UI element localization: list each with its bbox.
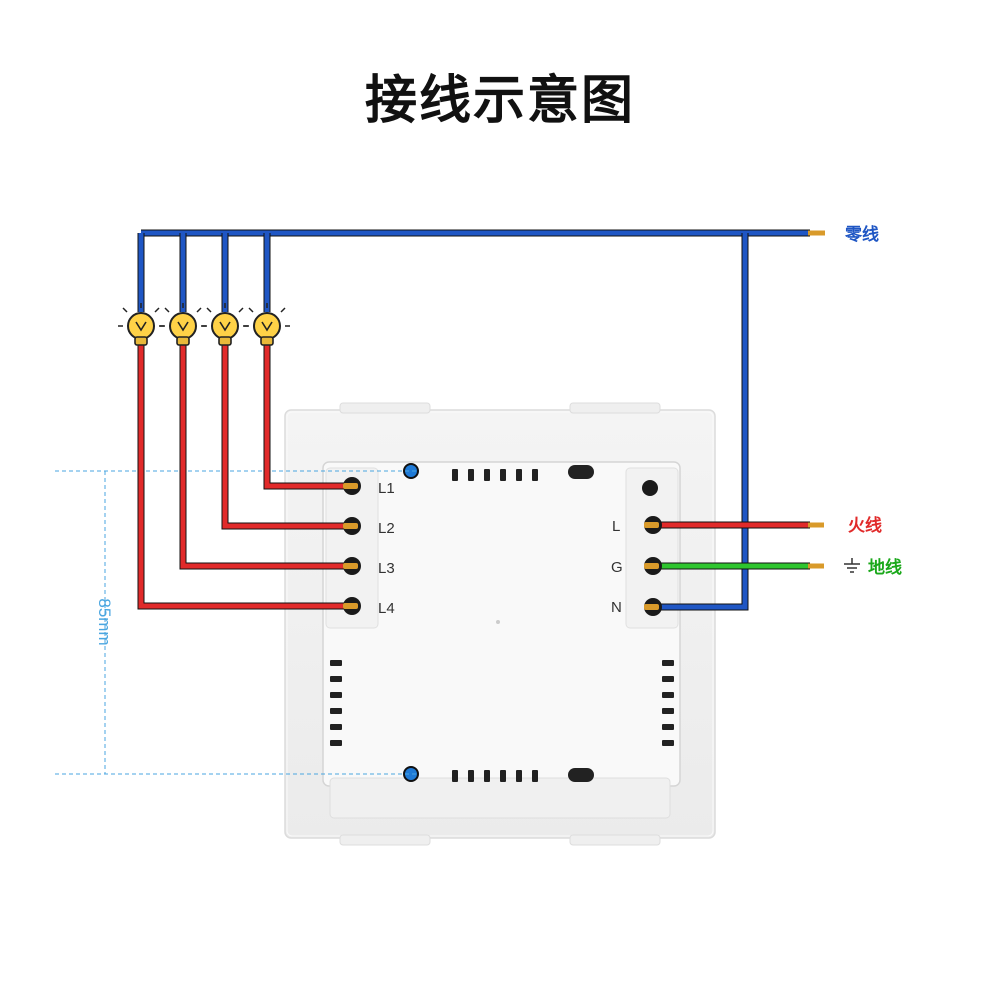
vent-slot xyxy=(484,770,490,782)
switch-body xyxy=(322,461,681,819)
center-mark xyxy=(496,620,500,624)
terminal-label-l2: L2 xyxy=(378,520,395,537)
terminal-screw-l2 xyxy=(343,517,361,535)
vent-slot xyxy=(468,770,474,782)
vent-slot xyxy=(662,676,674,682)
ground-wire-label: 地线 xyxy=(868,557,902,578)
screw-clip-blue xyxy=(403,766,419,782)
vent-slot xyxy=(662,740,674,746)
screw-clip-blue xyxy=(403,463,419,479)
terminal-screw-l xyxy=(644,516,662,534)
input-wires xyxy=(660,521,824,570)
terminal-label-l1: L1 xyxy=(378,480,395,497)
vent-slot xyxy=(532,770,538,782)
light-bulb-icon xyxy=(118,303,164,346)
vent-slot xyxy=(330,724,342,730)
dimension-label: 85mm xyxy=(95,598,114,645)
terminal-label-l3: L3 xyxy=(378,560,395,577)
vent-slot xyxy=(500,770,506,782)
load-wires xyxy=(137,345,345,610)
terminal-label-g: G xyxy=(611,559,623,576)
vent-slots-bottom xyxy=(452,770,538,782)
terminal-label-l4: L4 xyxy=(378,600,395,617)
vent-slot xyxy=(662,724,674,730)
vent-slot xyxy=(330,676,342,682)
terminal-label-n: N xyxy=(611,599,622,616)
vent-slot xyxy=(330,660,342,666)
terminal-screw-l1 xyxy=(343,477,361,495)
vent-slot xyxy=(532,469,538,481)
terminal-label-l: L xyxy=(612,518,620,535)
vent-slot xyxy=(662,692,674,698)
light-bulb-icon xyxy=(244,303,290,346)
terminal-screw-n xyxy=(644,598,662,616)
terminal-screw-l3 xyxy=(343,557,361,575)
vent-slot xyxy=(484,469,490,481)
vent-slot xyxy=(516,469,522,481)
vent-slot xyxy=(452,770,458,782)
mounting-slot xyxy=(568,768,594,782)
vent-slot xyxy=(452,469,458,481)
screw-hole xyxy=(642,480,658,496)
terminal-screw-l4 xyxy=(343,597,361,615)
vent-slots-left xyxy=(330,660,342,746)
ground-symbol-icon xyxy=(844,558,860,573)
vent-slots-right xyxy=(662,660,674,746)
terminal-screw-g xyxy=(644,557,662,575)
neutral-wire-label: 零线 xyxy=(844,224,879,245)
light-bulb-icon xyxy=(202,303,248,346)
vent-slot xyxy=(516,770,522,782)
vent-slot xyxy=(468,469,474,481)
live-wire-label: 火线 xyxy=(848,515,882,536)
neutral-wires xyxy=(137,229,825,611)
dimension-indicator: 85mm xyxy=(55,470,418,775)
page-title: 接线示意图 xyxy=(364,71,635,131)
vent-slot xyxy=(500,469,506,481)
vent-slot xyxy=(330,740,342,746)
vent-slot xyxy=(330,708,342,714)
vent-slot xyxy=(330,692,342,698)
vent-slot xyxy=(662,660,674,666)
vent-slot xyxy=(662,708,674,714)
mounting-slot xyxy=(568,465,594,479)
vent-slots-top xyxy=(452,469,538,481)
